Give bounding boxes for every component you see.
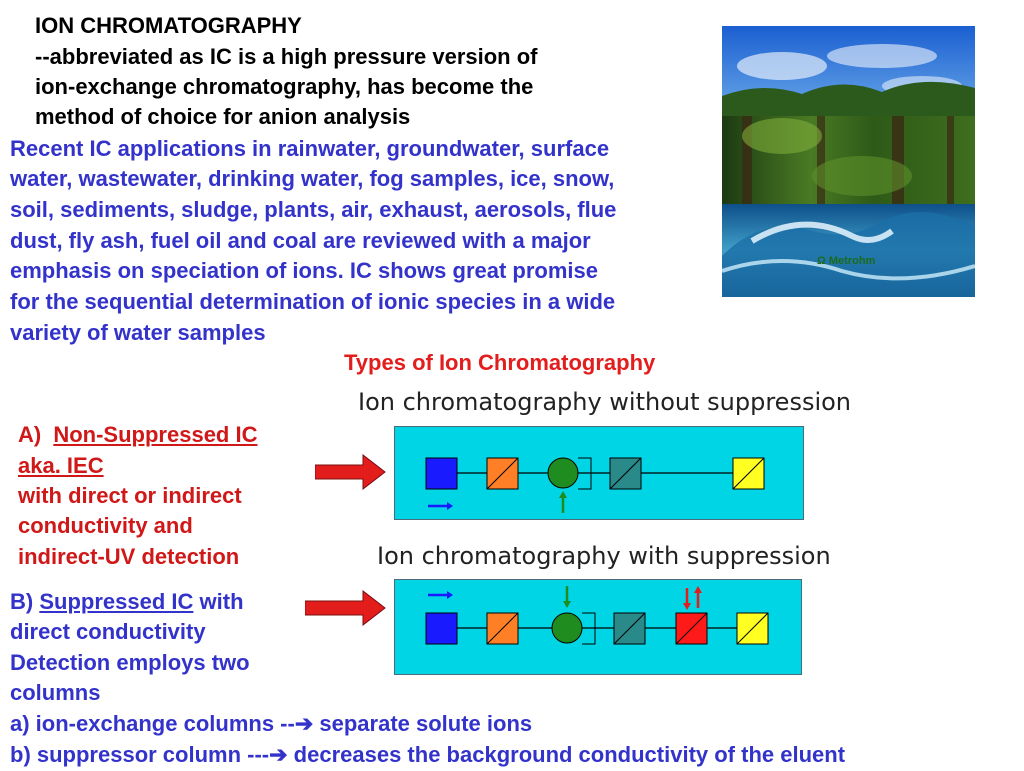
pump-block	[425, 457, 458, 490]
diagram-b-title: Ion chromatography with suppression	[377, 542, 831, 570]
bottom-line-1: a) ion-exchange columns --➔ separate sol…	[10, 709, 532, 740]
applications-line-3: soil, sediments, sludge, plants, air, ex…	[10, 197, 617, 222]
diagram-a-panel	[394, 426, 804, 520]
intro-line-2: ion-exchange chromatography, has become …	[35, 74, 534, 99]
diagram-a-title: Ion chromatography without suppression	[358, 388, 852, 416]
down-arrow-green	[563, 586, 571, 608]
metrohm-logo-icon: Ω	[817, 255, 826, 267]
callout-arrow-a	[315, 454, 386, 490]
applications-line-1: Recent IC applications in rainwater, gro…	[10, 136, 610, 161]
injector-block	[486, 612, 519, 645]
section-b-line-3: columns	[10, 680, 101, 705]
diagram-b-panel	[394, 579, 802, 675]
callout-arrow-b	[305, 590, 386, 626]
up-arrow-green	[559, 491, 567, 513]
bottom-line-2: b) suppressor column ---➔ decreases the …	[10, 740, 845, 771]
applications-line-2: water, wastewater, drinking water, fog s…	[10, 166, 615, 191]
metrohm-logo: Ω Metrohm	[817, 255, 876, 267]
page-title: ION CHROMATOGRAPHY	[35, 13, 302, 38]
section-a-line-3: indirect-UV detection	[18, 544, 240, 569]
section-b-title: Suppressed IC	[39, 589, 194, 614]
section-b-heading: B) Suppressed IC with	[10, 587, 244, 618]
environment-photo-svg	[722, 26, 975, 297]
section-b-suffix: with	[199, 589, 244, 614]
applications-line-7: variety of water samples	[10, 320, 266, 345]
environment-photo: Ω Metrohm	[722, 26, 975, 297]
bottom-line-2-pre: b) suppressor column ---	[10, 742, 270, 767]
column-block	[547, 457, 592, 490]
section-b-prefix: B)	[10, 589, 34, 614]
flow-arrow	[428, 502, 453, 510]
section-a-aka: aka. IEC	[18, 453, 104, 478]
section-a-prefix: A)	[18, 422, 42, 447]
arrow-right-icon: ➔	[294, 711, 314, 736]
bottom-line-2-post: decreases the background conductivity of…	[287, 742, 846, 767]
detector-block	[732, 457, 765, 490]
section-b-line-1: direct conductivity	[10, 619, 206, 644]
section-a-line-1: with direct or indirect	[18, 483, 242, 508]
flow-arrow	[428, 591, 453, 599]
diagram-a-svg	[425, 457, 765, 513]
separator-block	[609, 457, 642, 490]
applications-line-4: dust, fly ash, fuel oil and coal are rev…	[10, 228, 591, 253]
section-a-line-2: conductivity and	[18, 513, 193, 538]
bottom-line-1-pre: a) ion-exchange columns --	[10, 711, 295, 736]
diagram-b-svg	[425, 586, 769, 645]
section-a-heading: A) Non-Suppressed IC	[18, 420, 257, 451]
suppressor-arrows	[683, 586, 702, 610]
intro-line-1: --abbreviated as IC is a high pressure v…	[35, 44, 538, 69]
suppressor-block	[675, 612, 708, 645]
applications-line-6: for the sequential determination of ioni…	[10, 289, 616, 314]
bottom-line-1-post: separate solute ions	[313, 711, 533, 736]
arrow-right-icon: ➔	[269, 742, 288, 767]
column-block	[551, 612, 596, 645]
section-b-line-2: Detection employs two	[10, 650, 250, 675]
types-heading: Types of Ion Chromatography	[344, 350, 656, 375]
intro-line-3: method of choice for anion analysis	[35, 104, 411, 129]
applications-line-5: emphasis on speciation of ions. IC shows…	[10, 258, 599, 283]
detector-block	[736, 612, 769, 645]
separator-block	[613, 612, 646, 645]
section-a-title: Non-Suppressed IC	[53, 422, 258, 447]
pump-block	[425, 612, 458, 645]
injector-block	[486, 457, 519, 490]
